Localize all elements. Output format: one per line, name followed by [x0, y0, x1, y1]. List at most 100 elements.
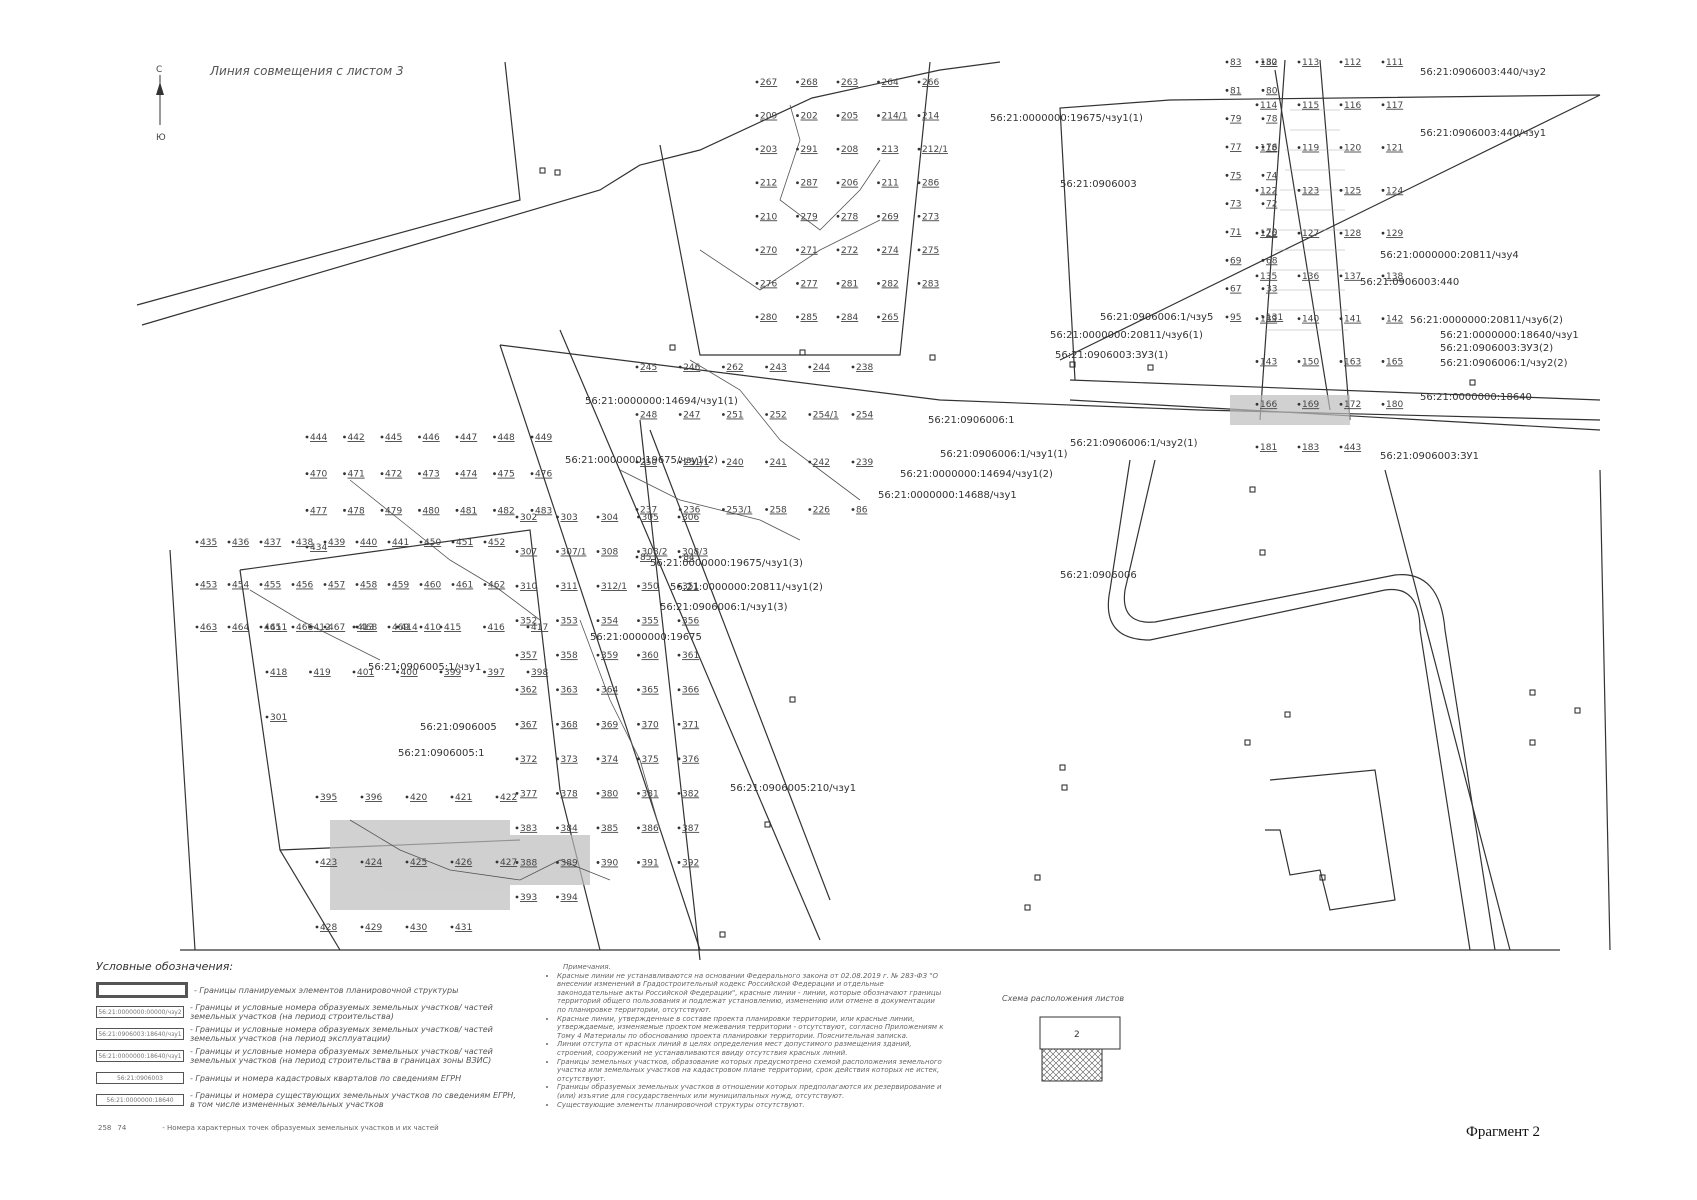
- point-label: 374: [601, 755, 618, 765]
- point-marker: [796, 114, 799, 117]
- point-marker: [343, 435, 346, 439]
- point-sample: 258: [98, 1124, 112, 1132]
- point-label: 278: [841, 212, 858, 222]
- legend-row: 56:21:0000000:00000/чзу2 - Границы и усл…: [96, 1001, 516, 1023]
- point-label: 270: [760, 246, 777, 256]
- point-label: 476: [535, 470, 552, 480]
- point-marker: [1339, 360, 1343, 363]
- point-label: 68: [1266, 256, 1278, 266]
- point-label: 301: [270, 713, 287, 723]
- corridor: [1259, 59, 1286, 421]
- point-marker: [596, 584, 600, 588]
- marker: [1061, 784, 1068, 791]
- point-marker: [1339, 445, 1343, 449]
- parcel-label: 56:21:0906003:ЗУ3(1): [1055, 350, 1168, 361]
- point-marker: [1381, 188, 1385, 192]
- point-label: 212/1: [922, 145, 948, 155]
- point-label: 427: [500, 858, 517, 868]
- quarter-boundary: [499, 344, 1601, 421]
- point-label: 449: [535, 433, 552, 443]
- point-marker: [1255, 402, 1259, 406]
- point-sample: 74: [117, 1124, 127, 1132]
- quarter-boundary: [1059, 94, 1601, 381]
- point-marker: [1255, 445, 1259, 449]
- north-arrow: [156, 75, 164, 125]
- point-marker: [637, 550, 640, 553]
- point-marker: [450, 925, 454, 929]
- point-marker: [556, 757, 559, 761]
- legend-row: 56:21:0000000:18640 - Границы и номера с…: [96, 1089, 516, 1111]
- point-label: 287: [801, 179, 818, 189]
- point-network: [699, 219, 881, 291]
- marker: [1034, 874, 1041, 881]
- point-marker: [195, 540, 199, 544]
- point-marker: [265, 670, 269, 674]
- point-marker: [1339, 274, 1343, 278]
- point-marker: [493, 435, 496, 439]
- point-label: 166: [1260, 400, 1277, 410]
- point-marker: [530, 472, 534, 476]
- south-label: Ю: [156, 133, 166, 143]
- road: [639, 419, 701, 961]
- point-marker: [1225, 173, 1229, 177]
- quarter-number: 56:21:0906003: [1060, 179, 1137, 190]
- curved-road: [1107, 459, 1471, 951]
- point-label: 430: [410, 923, 427, 933]
- point-label: 251/1: [683, 458, 709, 468]
- point-label: 129: [1386, 229, 1403, 239]
- point-network: [249, 589, 381, 661]
- point-label: 125: [1344, 186, 1361, 196]
- point-marker: [637, 791, 640, 795]
- point-marker: [380, 508, 384, 512]
- point-label: 398: [531, 668, 548, 678]
- point-label: 126: [1260, 229, 1277, 239]
- point-label: 425: [410, 858, 427, 868]
- point-label: 395: [320, 793, 337, 803]
- point-marker: [352, 670, 356, 674]
- point-marker: [556, 619, 559, 623]
- point-marker: [635, 365, 639, 369]
- point-marker: [635, 508, 639, 511]
- marker: [1529, 689, 1536, 696]
- point-label: 84: [683, 553, 695, 563]
- point-marker: [556, 895, 559, 899]
- point-marker: [678, 555, 682, 559]
- point-network: [779, 104, 881, 231]
- hatch-zone: [1230, 395, 1350, 425]
- point-marker: [419, 625, 423, 629]
- point-label: 119: [1302, 144, 1319, 154]
- point-marker: [1381, 402, 1385, 406]
- quarter-number: 56:21:0906005: [420, 722, 497, 733]
- legend-row: 56:21:0000000:18640/чзу1 - Границы и усл…: [96, 1045, 516, 1067]
- point-marker: [556, 584, 559, 588]
- point-marker: [1225, 315, 1229, 319]
- point-label: 122: [1260, 186, 1277, 196]
- note-item: Границы образуемых земельных участков в …: [557, 1083, 945, 1100]
- corridor: [1274, 69, 1331, 411]
- point-label: 306: [682, 513, 699, 523]
- scheme-drawing: 2: [1039, 1016, 1121, 1082]
- point-label: 451: [456, 538, 473, 548]
- point-label: 479: [385, 506, 402, 516]
- point-label: 369: [601, 720, 618, 730]
- point-marker: [1339, 188, 1343, 192]
- point-label: 307: [520, 548, 537, 558]
- point-label: 33: [1266, 285, 1277, 295]
- point-label: 373: [561, 755, 578, 765]
- point-label: 307/1: [561, 548, 587, 558]
- point-label: 352: [520, 617, 537, 627]
- point-label: 435: [200, 538, 217, 548]
- point-marker: [678, 413, 682, 416]
- point-label: 304: [601, 513, 618, 523]
- point-label: 453: [200, 581, 217, 591]
- combine-line-label: Линия совмещения с листом 3: [209, 64, 404, 78]
- point-marker: [1339, 317, 1343, 321]
- point-marker: [836, 282, 840, 285]
- legend-row: - Границы планируемых элементов планиров…: [96, 979, 516, 1001]
- parcel-label: 56:21:0906005:1: [398, 748, 484, 759]
- point-marker: [515, 550, 519, 553]
- point-marker: [315, 795, 319, 799]
- point-label: 363: [561, 686, 578, 696]
- parcel-label: 56:21:0906003:440/чзу1: [1420, 128, 1546, 139]
- point-marker: [722, 413, 725, 416]
